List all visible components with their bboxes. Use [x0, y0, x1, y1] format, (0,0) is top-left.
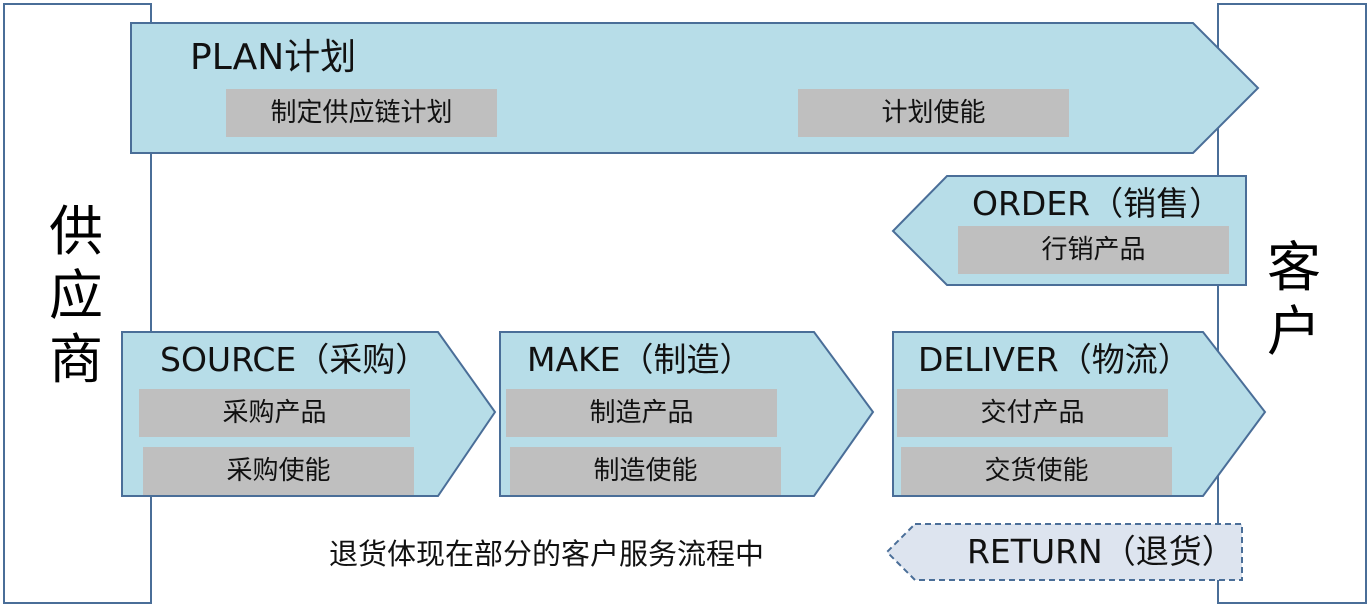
plan-item-supply-chain-plan: 制定供应链计划	[226, 89, 497, 137]
deliver-item-enable: 交货使能	[901, 447, 1172, 495]
source-title: SOURCE（采购）	[160, 340, 429, 379]
order-item-marketing: 行销产品	[958, 226, 1229, 274]
return-note: 退货体现在部分的客户服务流程中	[329, 537, 765, 571]
plan-item-enable: 计划使能	[798, 89, 1069, 137]
source-item-enable: 采购使能	[143, 447, 414, 495]
make-title: MAKE（制造）	[527, 340, 753, 379]
supplier-label: 供应商	[49, 200, 103, 391]
order-title: ORDER（销售）	[972, 184, 1223, 223]
return-title: RETURN（退货）	[967, 532, 1235, 571]
customer-label: 客户	[1267, 236, 1321, 363]
make-item-products: 制造产品	[506, 389, 777, 437]
return-arrow	[885, 523, 1243, 581]
deliver-title: DELIVER（物流）	[918, 340, 1191, 379]
make-item-enable: 制造使能	[510, 447, 781, 495]
supplier-box	[3, 3, 152, 604]
deliver-item-products: 交付产品	[897, 389, 1168, 437]
plan-title: PLAN计划	[190, 37, 357, 78]
source-item-products: 采购产品	[139, 389, 410, 437]
